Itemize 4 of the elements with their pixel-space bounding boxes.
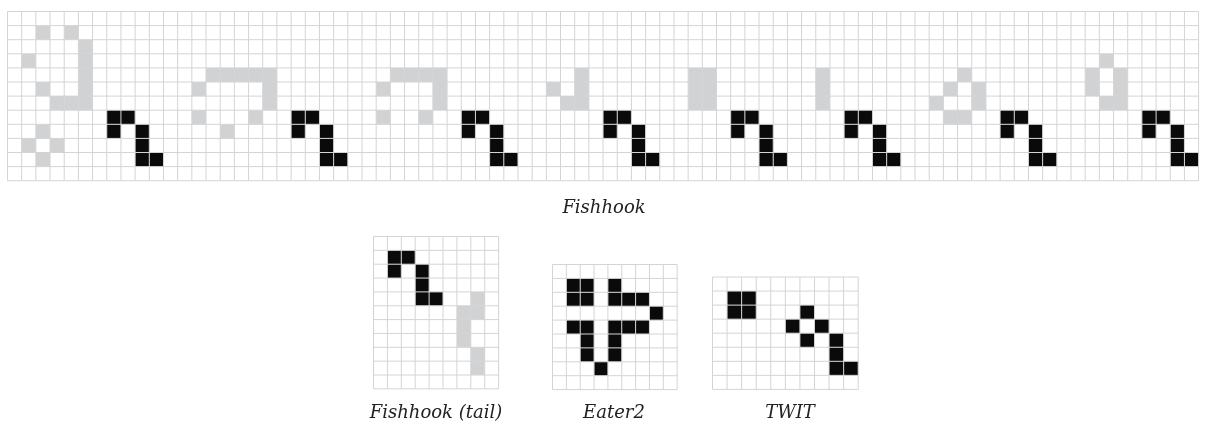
pattern-caption: TWIT (765, 401, 815, 422)
pattern-caption: Fishhook (562, 196, 646, 217)
pattern-caption: Fishhook (tail) (369, 401, 503, 422)
pattern-caption: Eater2 (583, 401, 645, 422)
